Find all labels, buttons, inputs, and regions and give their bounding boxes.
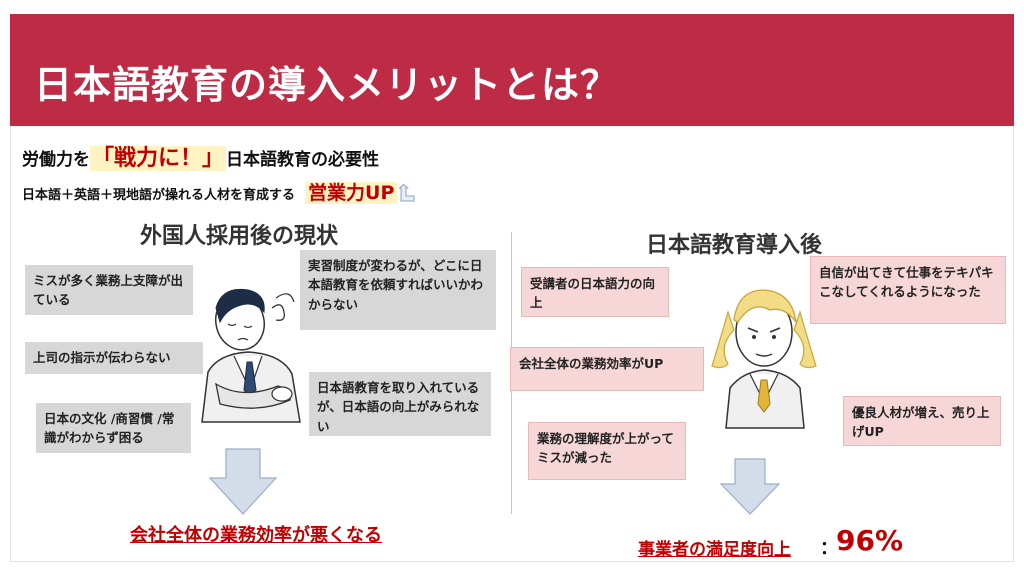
right-box-fewer-mistakes: 業務の理解度が上がってミスが減った bbox=[528, 422, 686, 480]
intro-highlight: 「戦力に！」 bbox=[90, 146, 227, 171]
satisfaction-percent: 96% bbox=[836, 524, 904, 557]
left-box-mistakes: ミスが多く業務上支障が出ている bbox=[25, 265, 193, 315]
left-heading: 外国人採用後の現状 bbox=[140, 224, 339, 249]
right-box-confidence: 自信が出てきて仕事をテキパキこなしてくれるようになった bbox=[810, 256, 1006, 324]
intro-line: 労働力を「戦力に！」日本語教育の必要性 bbox=[22, 140, 379, 172]
intro-subline: 日本語＋英語＋現地語が操れる人材を育成する営業力UP bbox=[22, 178, 415, 205]
down-arrow-icon bbox=[208, 448, 278, 515]
right-box-japanese-ability: 受講者の日本語力の向上 bbox=[521, 267, 669, 317]
right-result: 事業者の満足度向上 bbox=[638, 540, 791, 560]
right-box-sales-up: 優良人材が増え、売り上げUP bbox=[843, 396, 1001, 446]
left-box-instructions: 上司の指示が伝わらない bbox=[25, 342, 203, 374]
down-arrow-icon bbox=[719, 458, 781, 515]
intro-suffix: 日本語教育の必要性 bbox=[226, 150, 380, 170]
right-heading: 日本語教育導入後 bbox=[646, 233, 823, 258]
left-box-culture: 日本の文化 /商習慣 /常識がわからず困る bbox=[36, 403, 191, 453]
left-result: 会社全体の業務効率が悪くなる bbox=[130, 525, 382, 546]
sales-up-label: 営業力UP bbox=[305, 182, 398, 204]
up-arrow-icon bbox=[399, 184, 415, 202]
intro-prefix: 労働力を bbox=[22, 150, 90, 170]
worried-man-illustration bbox=[201, 288, 301, 423]
intro-line2: 日本語＋英語＋現地語が操れる人材を育成する bbox=[22, 188, 296, 203]
page-title: 日本語教育の導入メリットとは？ bbox=[34, 63, 620, 107]
left-box-no-improvement: 日本語教育を取り入れているが、日本語の向上がみられない bbox=[309, 372, 491, 436]
right-box-efficiency-up: 会社全体の業務効率がUP bbox=[510, 347, 704, 391]
result-colon: ： bbox=[820, 538, 838, 559]
title-banner: 日本語教育の導入メリットとは？ bbox=[10, 14, 1014, 126]
confident-woman-illustration bbox=[711, 289, 817, 429]
left-box-training-system: 実習制度が変わるが、どこに日本語教育を依頼すればいいかわからない bbox=[300, 250, 496, 330]
